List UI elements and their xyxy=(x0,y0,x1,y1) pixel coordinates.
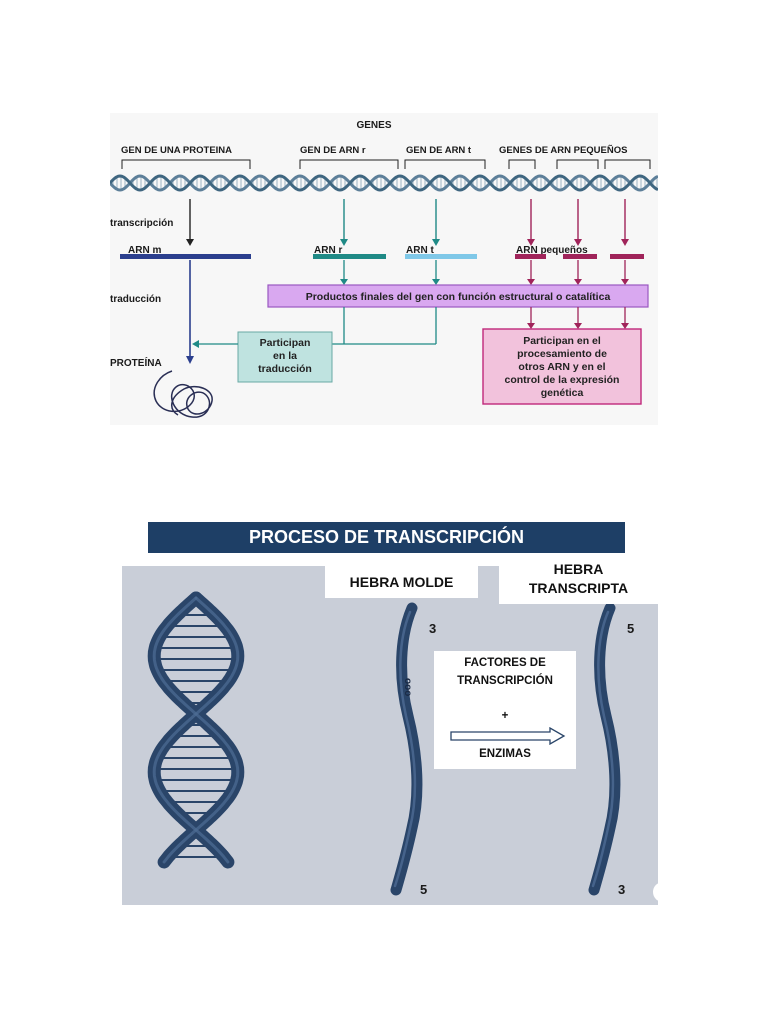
mrna-bar xyxy=(120,254,251,259)
translation-box-line-1: Participan xyxy=(260,337,311,349)
gene-expression-diagram: GENES GEN DE UNA PROTEINA GEN DE ARN r G… xyxy=(110,113,658,425)
gene-expression-svg: GENES GEN DE UNA PROTEINA GEN DE ARN r G… xyxy=(110,120,658,418)
helix-strand-b-highlight xyxy=(152,596,240,864)
arrowhead-trna xyxy=(432,239,440,246)
arrowhead-mrna xyxy=(186,239,194,246)
template-strand: ooo xyxy=(390,602,423,896)
strand-ticks: ooo xyxy=(402,678,413,696)
stage-label-transcription: transcripción xyxy=(110,218,173,229)
transcripta-bottom-end: 3 xyxy=(618,882,626,897)
gene-label-trna: GEN DE ARN t xyxy=(406,145,472,156)
stage-label-translation: traducción xyxy=(110,294,161,305)
right-arrow-icon xyxy=(450,727,566,745)
translation-box-line-2: en la xyxy=(273,350,297,362)
helix-strand-a-highlight xyxy=(152,596,240,864)
enzymes-label: ENZIMAS xyxy=(479,748,531,760)
transcription-title: PROCESO DE TRANSCRIPCIÓN xyxy=(148,522,625,553)
translation-box-line-3: traducción xyxy=(258,363,312,375)
small-rna-bar-1 xyxy=(515,254,546,259)
transcribed-strand-label-line-2: TRANSCRIPTA xyxy=(528,580,629,596)
translation-box xyxy=(237,331,333,383)
transcription-svg: ooo xyxy=(147,591,658,901)
arrowhead-small-1 xyxy=(527,239,535,246)
dna-strip-strand-2 xyxy=(110,174,658,192)
arrowhead-protein xyxy=(186,356,194,364)
gene-label-protein: GEN DE UNA PROTEINA xyxy=(121,145,232,156)
arrowhead-small-products-3 xyxy=(621,279,629,285)
transcribed-strand-label: HEBRA TRANSCRIPTA xyxy=(499,558,658,604)
arrowhead-small-processing-1 xyxy=(527,323,535,329)
protein-label: PROTEÍNA xyxy=(110,356,162,369)
transcription-factors-box: FACTORES DE TRANSCRIPCIÓN + ENZIMAS xyxy=(434,651,576,769)
arrowhead-small-products-1 xyxy=(527,279,535,285)
genes-title: GENES xyxy=(356,120,391,131)
helix-rungs xyxy=(154,603,238,858)
arrowhead-small-processing-3 xyxy=(621,323,629,329)
processing-box-line-5: genética xyxy=(541,387,584,399)
dna-helix-strip xyxy=(110,174,658,192)
processing-box-line-4: control de la expresión xyxy=(505,374,620,386)
gene-label-small-rna: GENES DE ARN PEQUEÑOS xyxy=(499,145,627,156)
dna-double-helix-icon xyxy=(147,591,245,869)
gene-label-rrna: GEN DE ARN r xyxy=(300,145,366,156)
arrowhead-small-products-2 xyxy=(574,279,582,285)
arrowhead-small-processing-2 xyxy=(574,323,582,329)
molde-bottom-end: 5 xyxy=(420,882,428,897)
arrowhead-translation-mrna xyxy=(192,340,199,348)
rna-label-small-rna: ARN pequeños xyxy=(516,245,588,256)
arrowhead-small-2 xyxy=(574,239,582,246)
arrowhead-rrna-products xyxy=(340,279,348,285)
arrowhead-small-3 xyxy=(621,239,629,246)
small-rna-bar-2 xyxy=(563,254,597,259)
rna-label-trna: ARN t xyxy=(406,245,434,256)
factors-line-2: TRANSCRIPCIÓN xyxy=(457,675,553,687)
template-strand-label: HEBRA MOLDE xyxy=(325,566,478,598)
transcribed-strand xyxy=(588,602,621,896)
rna-label-rrna: ARN r xyxy=(314,245,342,256)
plus-sign: + xyxy=(501,710,509,722)
small-rna-bar-3 xyxy=(610,254,644,259)
rna-label-mrna: ARN m xyxy=(128,245,161,256)
corner-blob xyxy=(653,883,658,901)
processing-box xyxy=(482,328,642,405)
processing-box-line-3: otros ARN y en el xyxy=(518,361,605,373)
transcription-panel: ooo xyxy=(122,566,658,905)
arrowhead-trna-products xyxy=(432,279,440,285)
arrowhead-rrna xyxy=(340,239,348,246)
processing-box-line-2: procesamiento de xyxy=(517,348,607,360)
molde-top-end: 3 xyxy=(429,621,437,636)
dna-strip-strand-1 xyxy=(110,174,658,192)
processing-box-line-1: Participan en el xyxy=(523,335,601,347)
trna-bar xyxy=(405,254,477,259)
products-box xyxy=(267,284,649,308)
products-box-text: Productos finales del gen con función es… xyxy=(306,291,611,303)
protein-coil-icon xyxy=(153,370,213,418)
transcribed-strand-label-line-1: HEBRA xyxy=(553,561,604,577)
gene-brackets xyxy=(121,159,651,169)
factors-line-1: FACTORES DE xyxy=(464,657,546,669)
rrna-bar xyxy=(313,254,386,259)
transcripta-top-end: 5 xyxy=(627,621,635,636)
